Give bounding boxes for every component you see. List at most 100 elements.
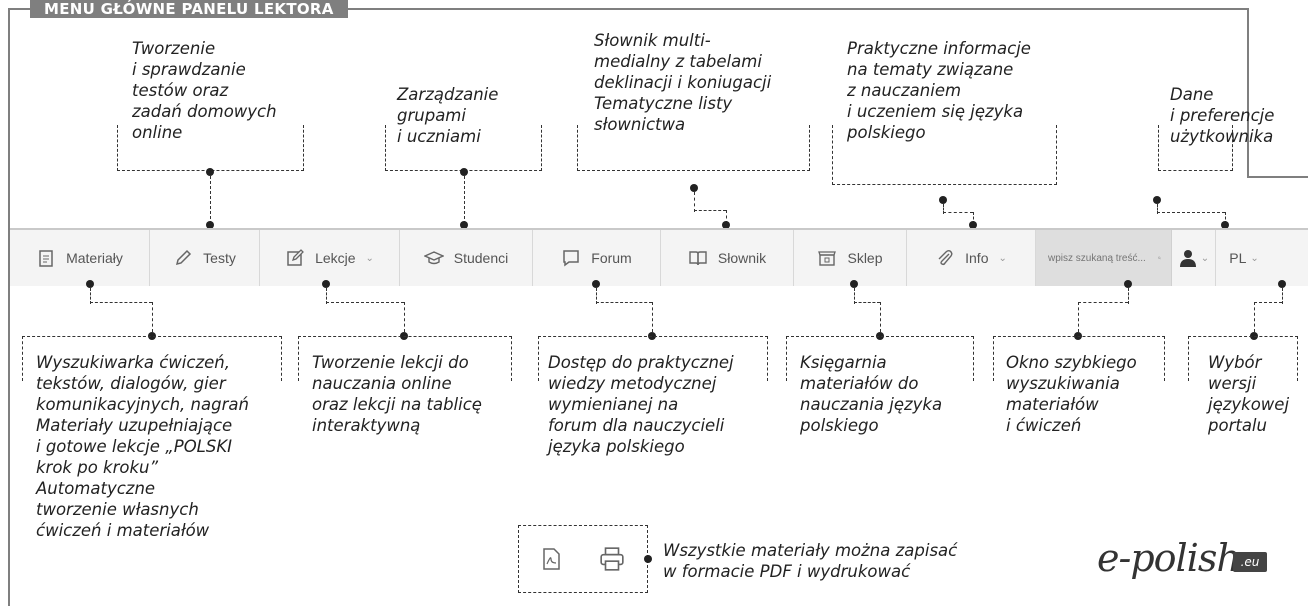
bracket-slownik — [577, 125, 810, 171]
line-forum-1 — [596, 288, 597, 304]
chevron-down-icon: ⌄ — [365, 252, 374, 264]
nav-slownik-label: Słownik — [717, 250, 767, 266]
line-sklep-3 — [880, 302, 881, 332]
dot-slownik-nav — [722, 221, 730, 229]
line-materialy-2 — [90, 302, 152, 303]
nav-slownik[interactable]: Słownik — [661, 230, 794, 286]
nav-studenci[interactable]: Studenci — [400, 230, 533, 286]
line-materialy-1 — [90, 288, 91, 304]
search-input[interactable] — [1046, 251, 1150, 265]
paperclip-icon — [938, 249, 953, 266]
nav-lekcje[interactable]: Lekcje ⌄ — [260, 230, 400, 286]
chevron-down-icon: ⌄ — [1200, 252, 1210, 264]
dot-studenci-top — [460, 168, 468, 176]
bracket-testy — [117, 125, 304, 171]
bracket-materialy — [22, 336, 282, 381]
dot-testy-top — [206, 168, 214, 176]
user-menu[interactable]: ⌄ — [1172, 230, 1216, 286]
bracket-lang — [1188, 336, 1298, 381]
chat-bubble-icon — [563, 250, 580, 267]
dot-studenci-nav — [460, 221, 468, 229]
book-icon — [689, 251, 707, 266]
shop-basket-icon — [818, 251, 837, 266]
dot-user-nav — [1221, 221, 1229, 229]
dot-search-nav — [1124, 280, 1132, 288]
dot-slownik-top — [690, 184, 698, 192]
search-box — [1036, 230, 1172, 286]
frame-notch-vertical — [1247, 8, 1249, 178]
line-info-2 — [943, 212, 973, 213]
dot-info-nav — [969, 221, 977, 229]
line-slownik-3 — [726, 210, 727, 224]
panel-frame: MENU GŁÓWNE PANELU LEKTORA — [8, 0, 1308, 606]
line-lekcje-1 — [326, 288, 327, 304]
callout-slownik: Słownik multi- medialny z tabelami dekli… — [594, 31, 772, 134]
nav-materialy[interactable]: Materiały — [10, 230, 150, 286]
graduation-cap-icon — [423, 251, 444, 265]
logo-badge: .eu — [1233, 552, 1267, 572]
line-info-3 — [973, 212, 974, 224]
callout-search: Okno szybkiego wyszukiwania materiałów i… — [1006, 353, 1137, 435]
nav-info[interactable]: Info ⌄ — [907, 230, 1036, 286]
callout-forum: Dostęp do praktycznej wiedzy metodycznej… — [548, 353, 734, 456]
callout-sklep: Księgarnia materiałów do nauczania język… — [800, 353, 943, 435]
line-lang-1 — [1282, 288, 1283, 304]
print-icon[interactable] — [599, 546, 625, 572]
callout-pdf: Wszystkie materiały można zapisać w form… — [663, 541, 958, 581]
frame-title: MENU GŁÓWNE PANELU LEKTORA — [30, 0, 348, 18]
nav-materialy-label: Materiały — [66, 250, 123, 266]
bracket-sklep — [786, 336, 974, 381]
bracket-info — [832, 125, 1057, 185]
bracket-user — [1158, 125, 1233, 171]
nav-testy[interactable]: Testy — [150, 230, 260, 286]
dot-pdf — [644, 555, 652, 563]
pdf-print-box — [518, 525, 648, 593]
frame-notch-horizontal — [1247, 176, 1308, 178]
line-slownik-1 — [694, 192, 695, 212]
line-info-1 — [943, 204, 944, 214]
nav-sklep-label: Sklep — [847, 250, 883, 266]
line-search-2 — [1078, 302, 1128, 303]
bracket-lekcje — [298, 336, 512, 381]
line-lang-2 — [1254, 302, 1282, 303]
line-user-1 — [1157, 204, 1158, 214]
callout-testy: Tworzenie i sprawdzanie testów oraz zada… — [132, 39, 277, 142]
dot-lang-nav — [1278, 280, 1286, 288]
bracket-studenci — [385, 125, 542, 171]
nav-info-label: Info — [965, 250, 989, 266]
line-lekcje-3 — [404, 302, 405, 332]
dot-lekcje-nav — [322, 280, 330, 288]
line-testy — [210, 176, 211, 224]
nav-studenci-label: Studenci — [453, 250, 509, 266]
line-forum-2 — [596, 302, 652, 303]
language-menu[interactable]: PL ⌄ — [1216, 230, 1272, 286]
edit-square-icon — [287, 249, 304, 266]
line-sklep-2 — [854, 302, 880, 303]
nav-forum-label: Forum — [591, 250, 632, 266]
dot-info-top — [939, 196, 947, 204]
callout-user: Dane i preferencje użytkownika — [1170, 85, 1275, 146]
pdf-icon[interactable] — [539, 546, 563, 572]
line-lekcje-2 — [326, 302, 404, 303]
user-icon — [1179, 250, 1196, 267]
main-navbar: Materiały Testy Lekcje ⌄ Studenci Forum … — [10, 228, 1308, 286]
line-forum-3 — [652, 302, 653, 332]
line-search-1 — [1128, 288, 1129, 304]
line-materialy-3 — [152, 302, 153, 332]
line-studenci — [464, 176, 465, 224]
frame-notch-cover — [1249, 8, 1308, 176]
dot-materialy-nav — [86, 280, 94, 288]
dot-user-top — [1153, 196, 1161, 204]
search-icon[interactable] — [1158, 249, 1161, 267]
nav-testy-label: Testy — [203, 250, 236, 266]
line-sklep-1 — [854, 288, 855, 304]
nav-sklep[interactable]: Sklep — [794, 230, 907, 286]
line-lang-3 — [1254, 302, 1255, 332]
line-user-2 — [1157, 212, 1225, 213]
dot-testy-nav — [206, 221, 214, 229]
dot-sklep-nav — [850, 280, 858, 288]
line-search-3 — [1078, 302, 1079, 332]
language-label: PL — [1229, 250, 1247, 266]
callout-info: Praktyczne informacje na tematy związane… — [847, 39, 1031, 142]
nav-forum[interactable]: Forum — [533, 230, 661, 286]
